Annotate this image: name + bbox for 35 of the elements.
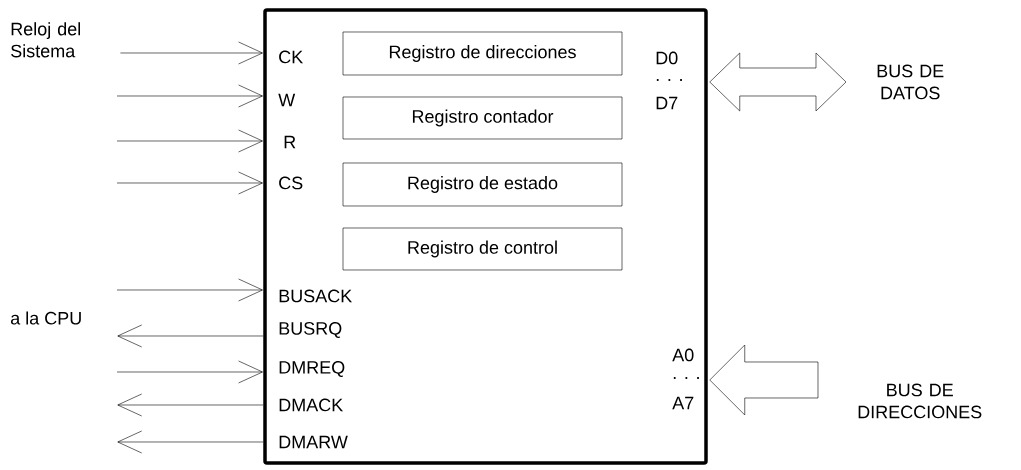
pin-label: CK (279, 50, 303, 64)
dots-label: . . . (673, 377, 699, 379)
arrow (116, 84, 263, 108)
pin-label: A0 (672, 348, 694, 362)
clock-label: Reloj del Sistema (11, 22, 80, 58)
register-box: Registro contador (342, 96, 623, 140)
register-box: Registro de control (342, 227, 623, 271)
chip-box (263, 8, 708, 465)
bus-label: BUS DE DIRECCIONES (858, 383, 982, 419)
arrow (116, 278, 263, 302)
side-note: a la CPU (11, 311, 81, 325)
dots-label: . . . (656, 79, 682, 81)
arrow (120, 41, 263, 65)
pin-label: CS (279, 176, 303, 190)
pin-label: D0 (656, 51, 678, 65)
arrow (116, 360, 263, 384)
pin-label: D7 (656, 96, 678, 110)
pin-label: BUSACK (279, 289, 352, 303)
pin-label: DMARW (279, 435, 348, 449)
arrow (116, 129, 263, 153)
pin-label: R (284, 135, 296, 149)
pin-label: A7 (672, 396, 694, 410)
block-arrow (709, 52, 847, 112)
pin-label: DMACK (279, 398, 343, 412)
register-box: Registro de estado (342, 162, 623, 207)
arrow (116, 171, 263, 195)
block-arrow (709, 344, 819, 416)
arrow (117, 430, 264, 454)
arrow (117, 393, 264, 417)
pin-label: BUSRQ (279, 322, 342, 338)
pin-label: DMREQ (279, 361, 345, 377)
pin-label: W (278, 93, 296, 107)
arrow (117, 324, 264, 348)
register-box: Registro de direcciones (342, 31, 623, 76)
bus-label: BUS DE DATOS (877, 64, 944, 100)
